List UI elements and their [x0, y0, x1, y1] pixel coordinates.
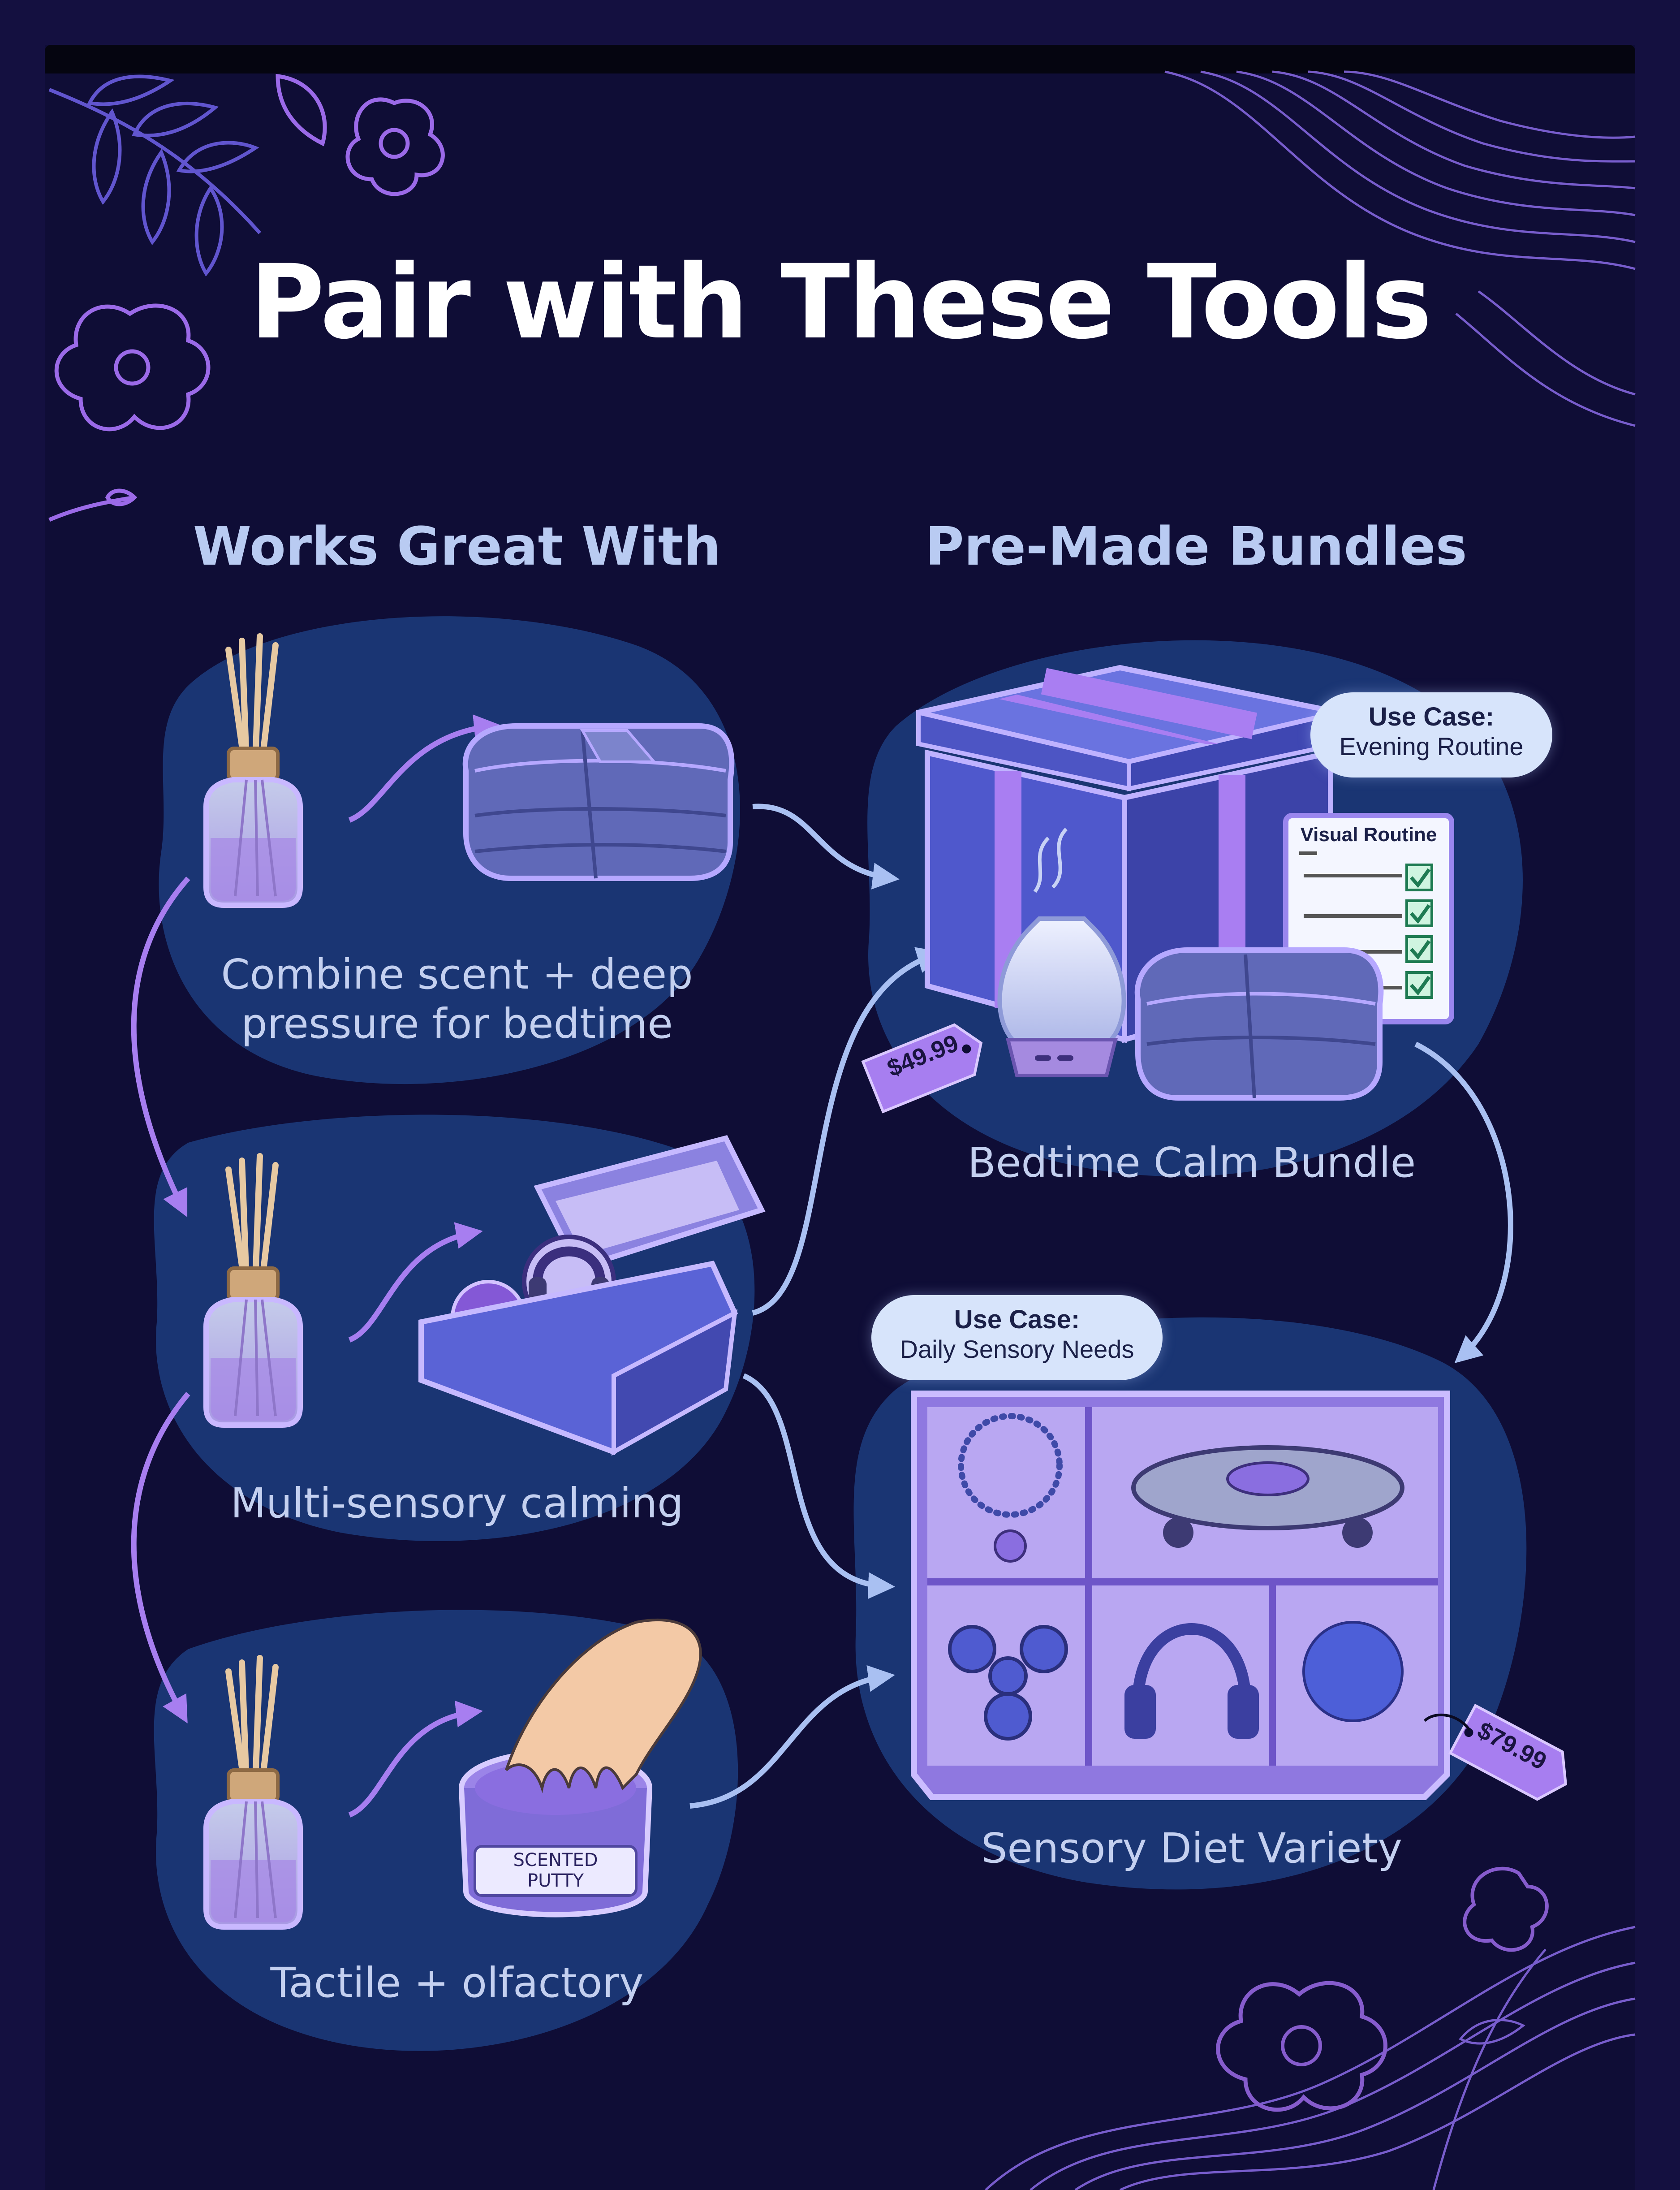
small-arrow: [348, 1700, 483, 1818]
weighted-blanket-icon: [462, 723, 735, 881]
sensory-kit-box-icon: [418, 1135, 766, 1456]
connector-arrow: [1414, 1041, 1513, 1363]
use-case-value: Evening Routine: [1339, 732, 1524, 760]
price-tag-icon: [1448, 1703, 1567, 1801]
use-case-bubble-evening: Use Case: Evening Routine: [1310, 692, 1552, 778]
sensory-tray-icon: [911, 1391, 1450, 1800]
price-tag-string: [1423, 1713, 1471, 1731]
use-case-bubble-daily: Use Case: Daily Sensory Needs: [871, 1295, 1163, 1380]
page-title: Pair with These Tools: [250, 242, 1432, 362]
connector-arrow: [689, 1665, 895, 1809]
leaf-decoration-icon: [48, 74, 261, 276]
putty-label-line: SCENTED: [513, 1850, 598, 1870]
bottom-wave-decoration: [985, 1866, 1636, 2190]
weighted-blanket-icon: [1134, 947, 1384, 1101]
bundle-name-sensory-diet: Sensory Diet Variety: [981, 1824, 1403, 1872]
use-case-label: Use Case:: [954, 1305, 1080, 1334]
scented-putty-icon: [459, 1618, 702, 1918]
pre-made-bundles-heading: Pre-Made Bundles: [925, 515, 1467, 577]
caption-line: pressure for bedtime: [241, 1000, 673, 1048]
connector-arrow: [131, 1392, 190, 1723]
connector-arrow: [742, 1373, 895, 1599]
works-great-with-heading: Works Great With: [193, 515, 721, 577]
wave-lines-decoration: [1164, 70, 1636, 427]
price-tag-icon: [861, 1023, 983, 1114]
putty-label-line: PUTTY: [527, 1870, 584, 1891]
connector-arrow: [752, 947, 944, 1316]
use-case-value: Daily Sensory Needs: [900, 1335, 1134, 1363]
caption-line: Combine scent + deep: [221, 950, 693, 998]
panel-top-bar: [45, 45, 1635, 73]
small-arrow: [348, 714, 501, 823]
visual-routine-card-title: Visual Routine: [1300, 824, 1437, 846]
gift-box-icon: [916, 665, 1342, 1043]
use-case-label: Use Case:: [1368, 702, 1495, 731]
connector-arrow: [752, 803, 900, 890]
connector-arrow: [131, 877, 190, 1218]
pairing-caption-multisensory: Multi-sensory calming: [230, 1479, 684, 1527]
small-arrow: [348, 1222, 483, 1343]
scented-putty-label: SCENTED PUTTY: [475, 1850, 636, 1891]
pairing-caption-bedtime: Combine scent + deep pressure for bedtim…: [179, 950, 735, 1049]
pairing-caption-tactile: Tactile + olfactory: [270, 1959, 644, 2007]
bundle-name-bedtime: Bedtime Calm Bundle: [967, 1139, 1416, 1187]
aroma-diffuser-icon: [997, 828, 1126, 1077]
flower-decoration-icon: [48, 73, 445, 522]
